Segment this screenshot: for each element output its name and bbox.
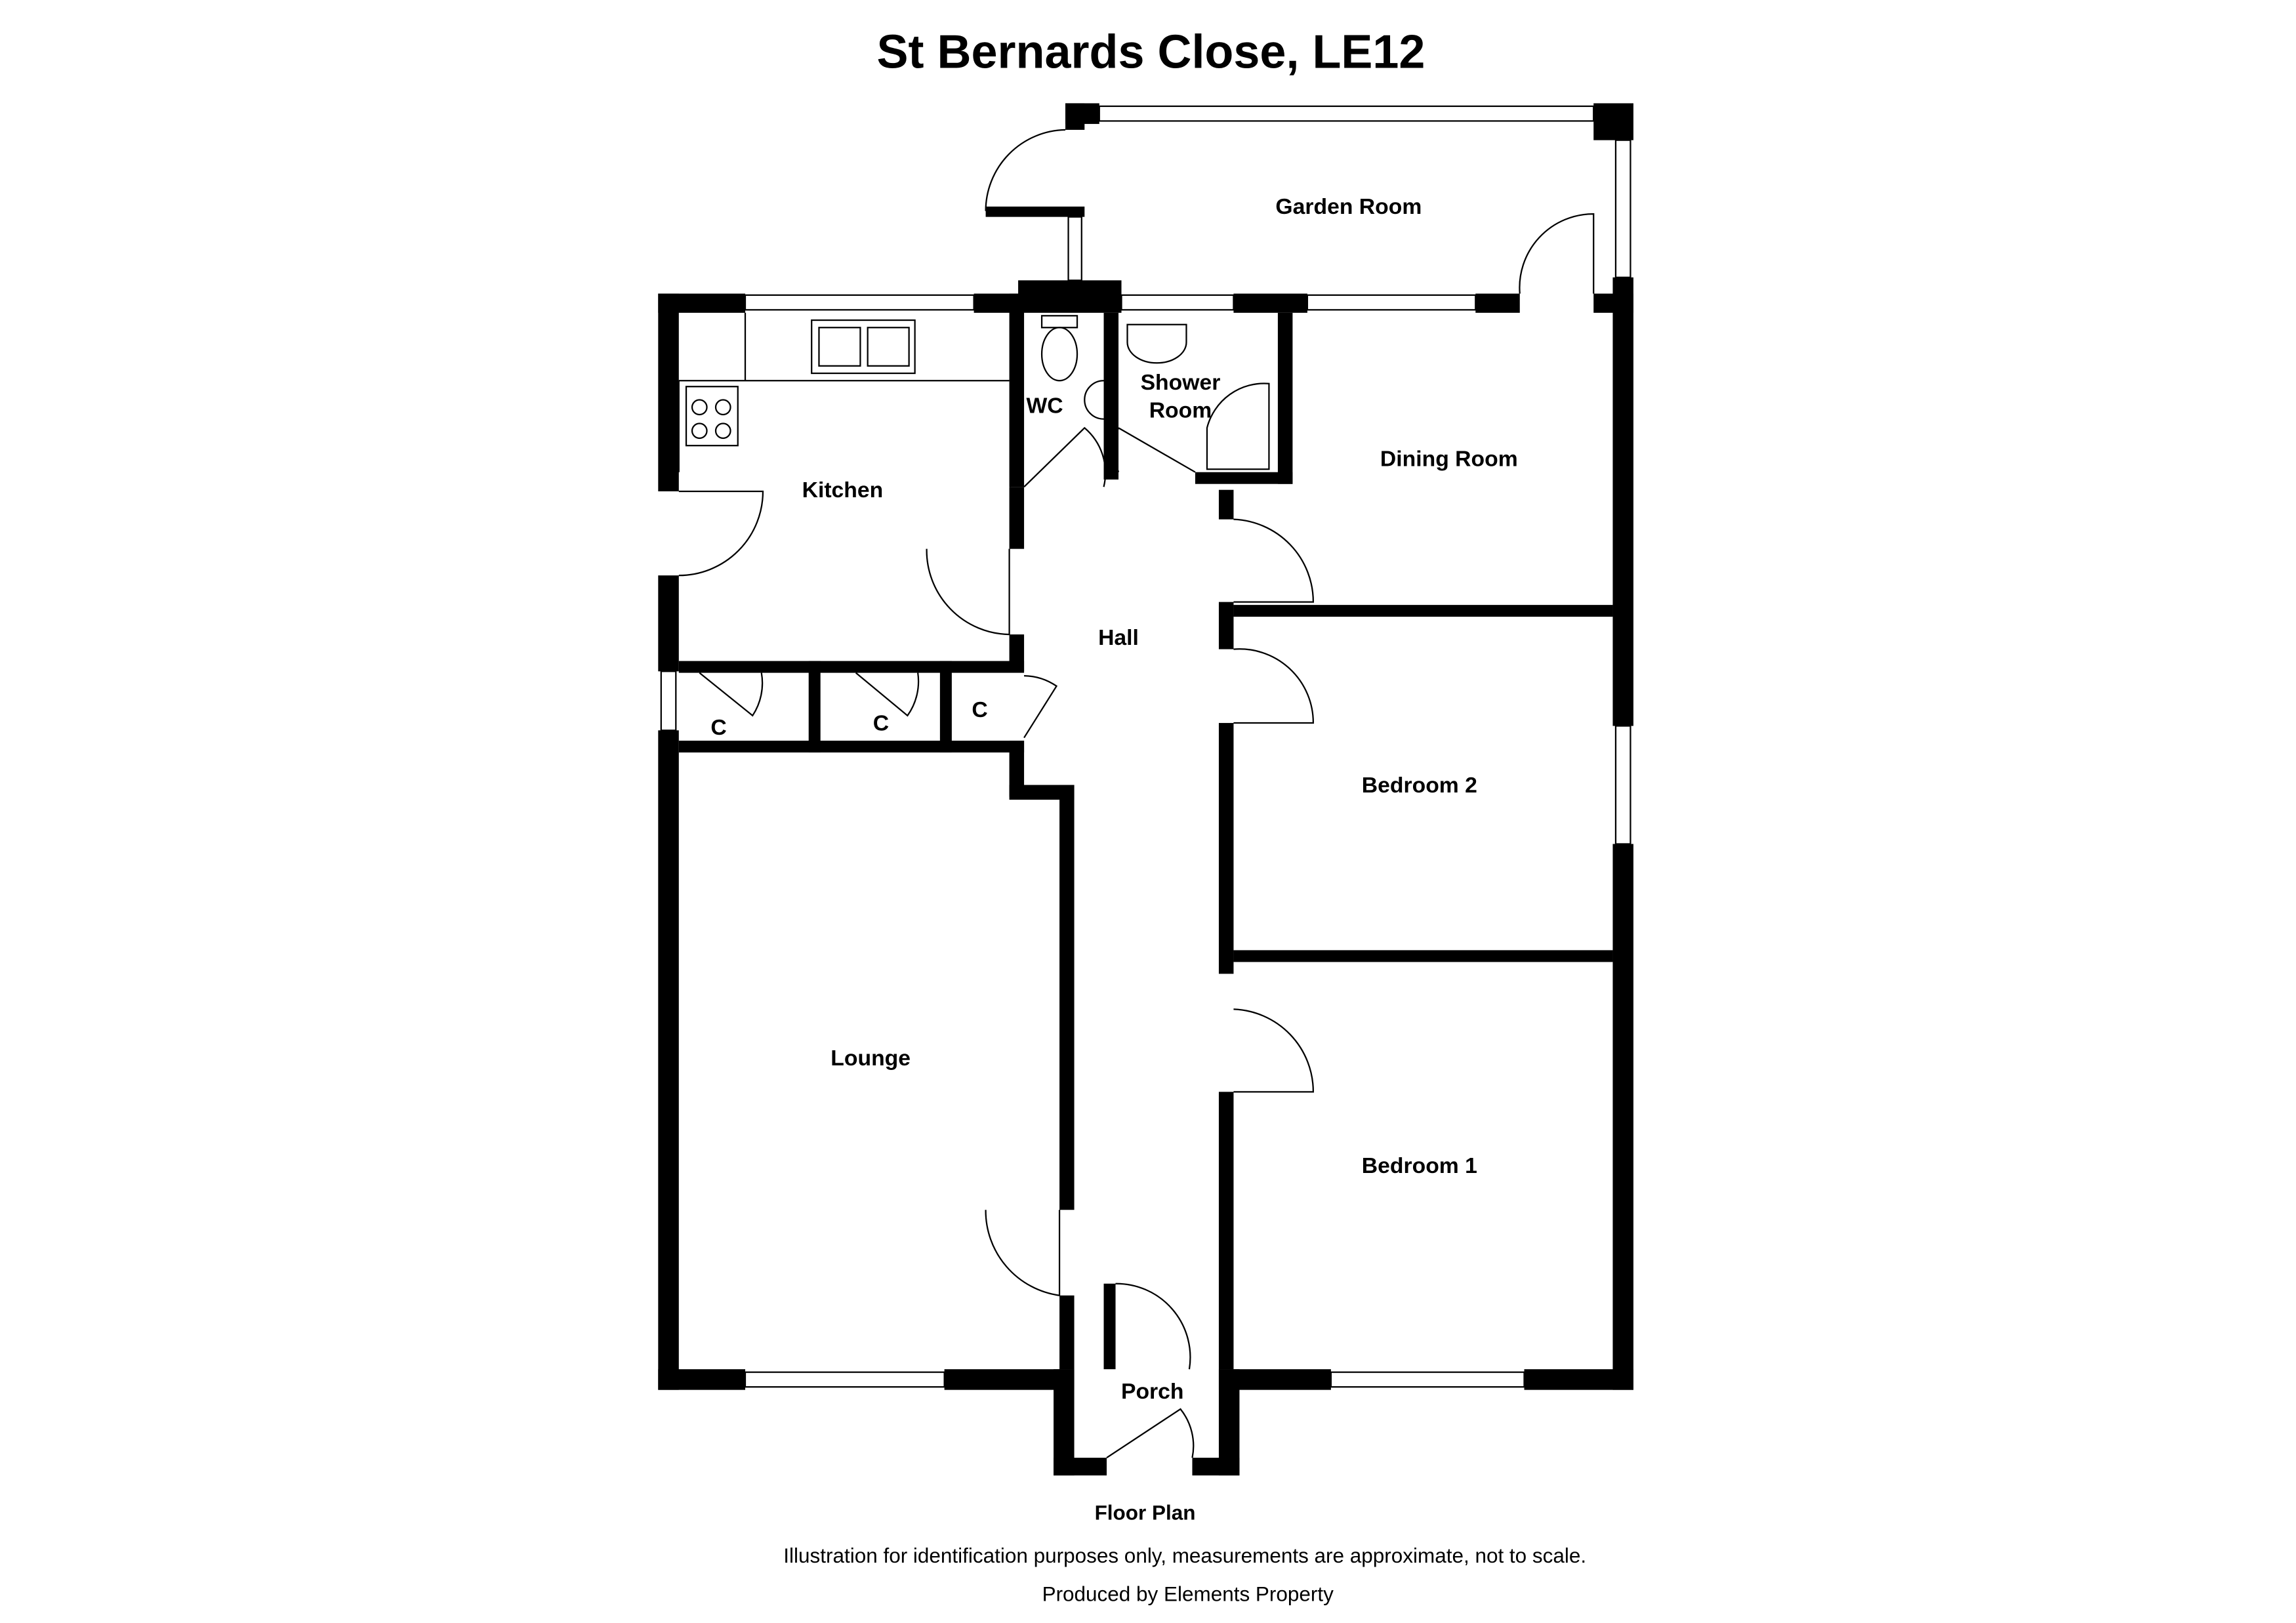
disclaimer: Illustration for identification purposes… xyxy=(783,1544,1586,1567)
room-label-bedroom-2: Bedroom 2 xyxy=(1362,773,1477,798)
shower-basin-icon xyxy=(1126,323,1187,364)
room-label-kitchen: Kitchen xyxy=(802,478,884,503)
toilet-icon xyxy=(1040,327,1078,382)
room-label-cupboard-2: C xyxy=(873,710,889,735)
room-label-shower-1: Shower xyxy=(1141,370,1221,395)
doors xyxy=(678,129,1595,1459)
hob-icon xyxy=(685,386,739,447)
room-label-dining-room: Dining Room xyxy=(1380,447,1518,472)
room-label-lounge: Lounge xyxy=(830,1046,911,1071)
room-label-garden-room: Garden Room xyxy=(1275,194,1422,219)
producer-credit: Produced by Elements Property xyxy=(1042,1582,1334,1605)
room-label-porch: Porch xyxy=(1121,1379,1184,1404)
room-label-hall: Hall xyxy=(1098,625,1139,650)
plan-title: St Bernards Close, LE12 xyxy=(877,26,1425,78)
room-label-wc: WC xyxy=(1026,394,1063,419)
fixtures xyxy=(678,312,1270,472)
walls xyxy=(658,103,1633,1476)
floor-label: Floor Plan xyxy=(1095,1502,1196,1525)
sink-icon xyxy=(811,319,916,375)
room-label-bedroom-1: Bedroom 1 xyxy=(1362,1153,1477,1178)
room-label-cupboard-3: C xyxy=(972,697,987,722)
room-label-shower-2: Room xyxy=(1149,398,1212,422)
shower-tray-icon xyxy=(1206,382,1270,470)
room-label-cupboard-1: C xyxy=(710,715,726,740)
basin-icon xyxy=(1084,380,1104,420)
